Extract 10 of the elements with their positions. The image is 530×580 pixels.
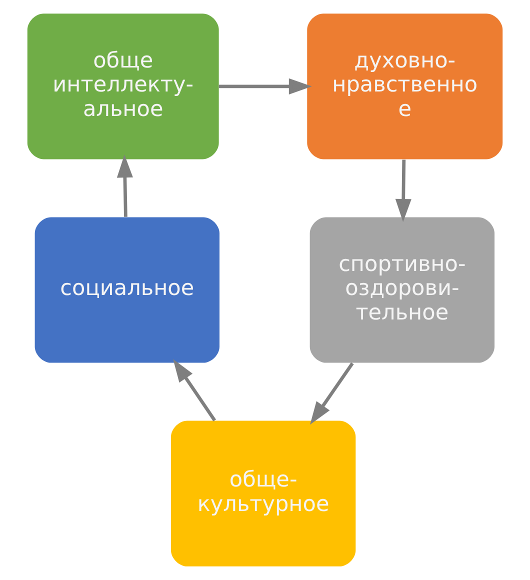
- node-box: социальное: [34, 217, 220, 363]
- node-box: спортивно- оздорови- тельное: [310, 217, 495, 363]
- node-box: духовно- нравственно е: [307, 14, 503, 160]
- arrow: [218, 78, 312, 94]
- arrow: [116, 154, 133, 217]
- arrow: [395, 160, 412, 222]
- arrow: [310, 362, 354, 425]
- node-box: обще- культурное: [170, 420, 356, 566]
- arrow: [173, 359, 216, 422]
- node-box: обще интеллекту- альное: [27, 14, 219, 160]
